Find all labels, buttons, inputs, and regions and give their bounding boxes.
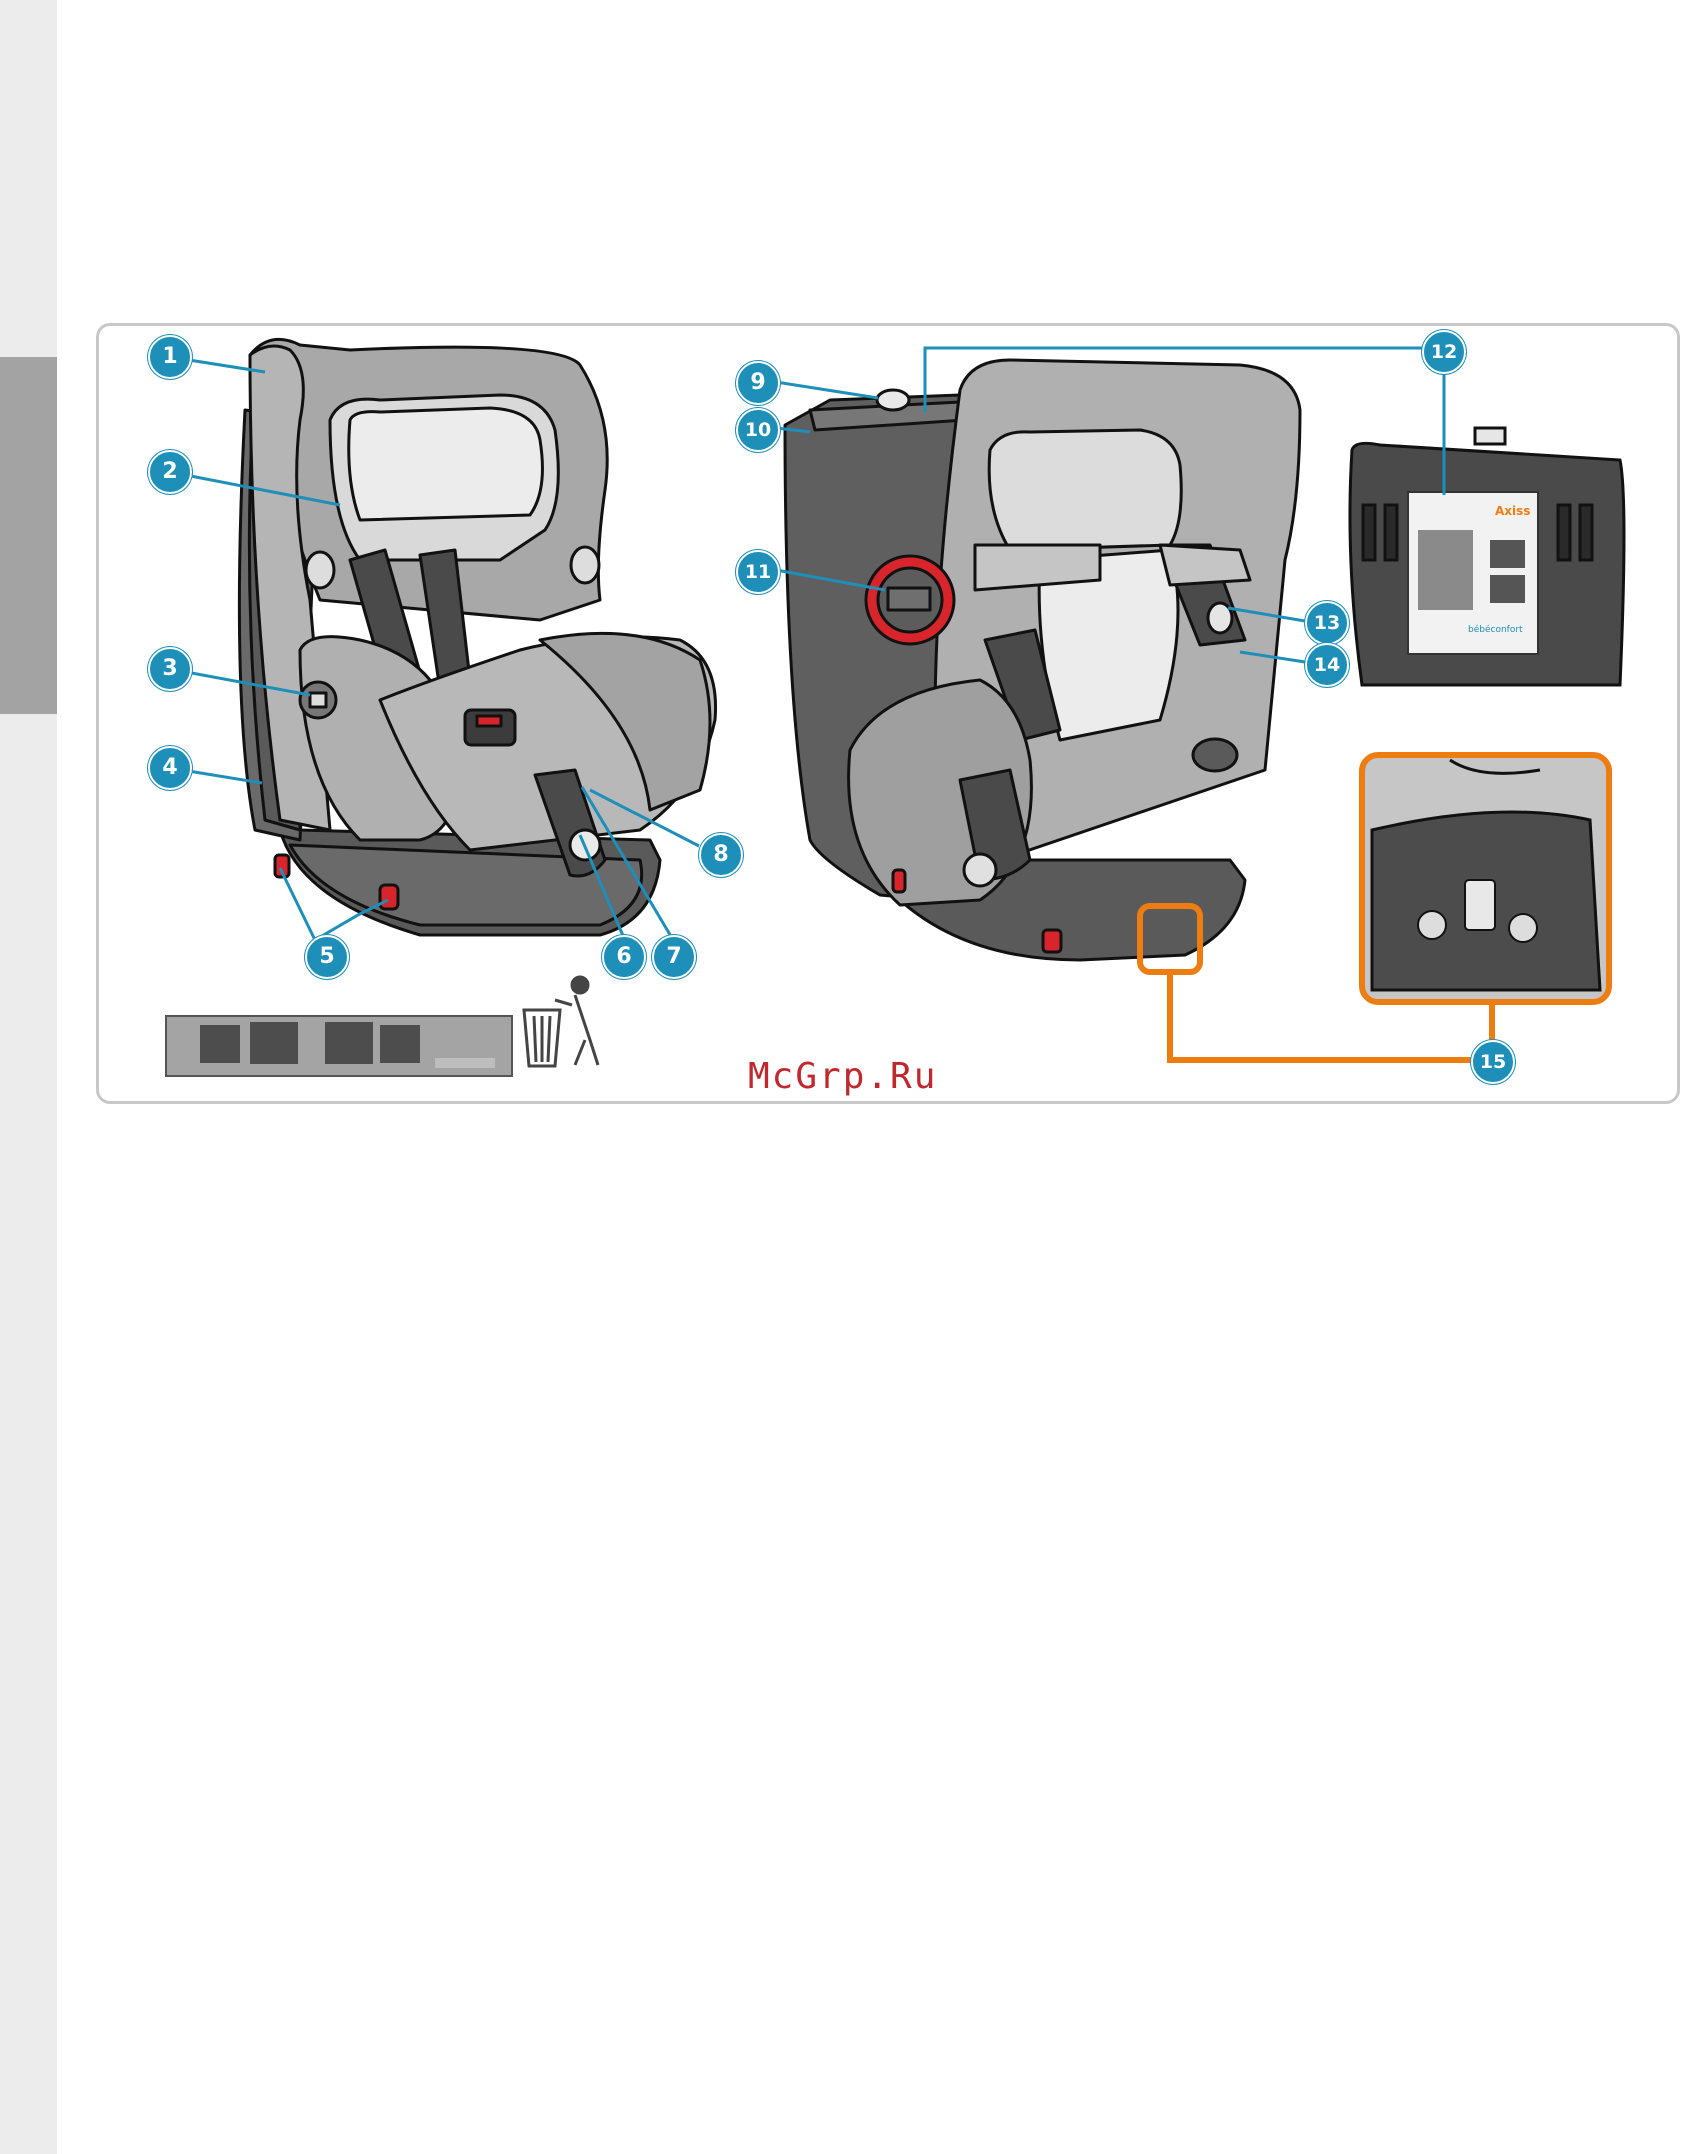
rear-seat-figure: [785, 360, 1300, 960]
watermark-text: McGrp.Ru: [748, 1056, 937, 1097]
seat-illustration: Axiss bébéconfort: [0, 0, 1685, 1110]
instruction-strip: [166, 1016, 512, 1076]
callout-10: 10: [736, 408, 780, 452]
label-card-maker: bébéconfort: [1468, 624, 1523, 635]
callout-1: 1: [148, 335, 192, 379]
callout-4: 4: [148, 746, 192, 790]
back-panel-figure: [1350, 428, 1624, 685]
label-card-brand: Axiss: [1495, 504, 1530, 518]
callout-15: 15: [1471, 1040, 1515, 1084]
callout-5: 5: [305, 935, 349, 979]
callout-8: 8: [699, 833, 743, 877]
callout-14: 14: [1305, 643, 1349, 687]
callout-2: 2: [148, 450, 192, 494]
callout-12: 12: [1422, 330, 1466, 374]
callout-6: 6: [602, 935, 646, 979]
callout-11: 11: [736, 550, 780, 594]
callout-3: 3: [148, 647, 192, 691]
callout-9: 9: [736, 361, 780, 405]
front-seat-figure: [239, 339, 715, 935]
callout-13: 13: [1305, 601, 1349, 645]
callout-7: 7: [652, 935, 696, 979]
recycle-bin-icon: [524, 977, 598, 1066]
